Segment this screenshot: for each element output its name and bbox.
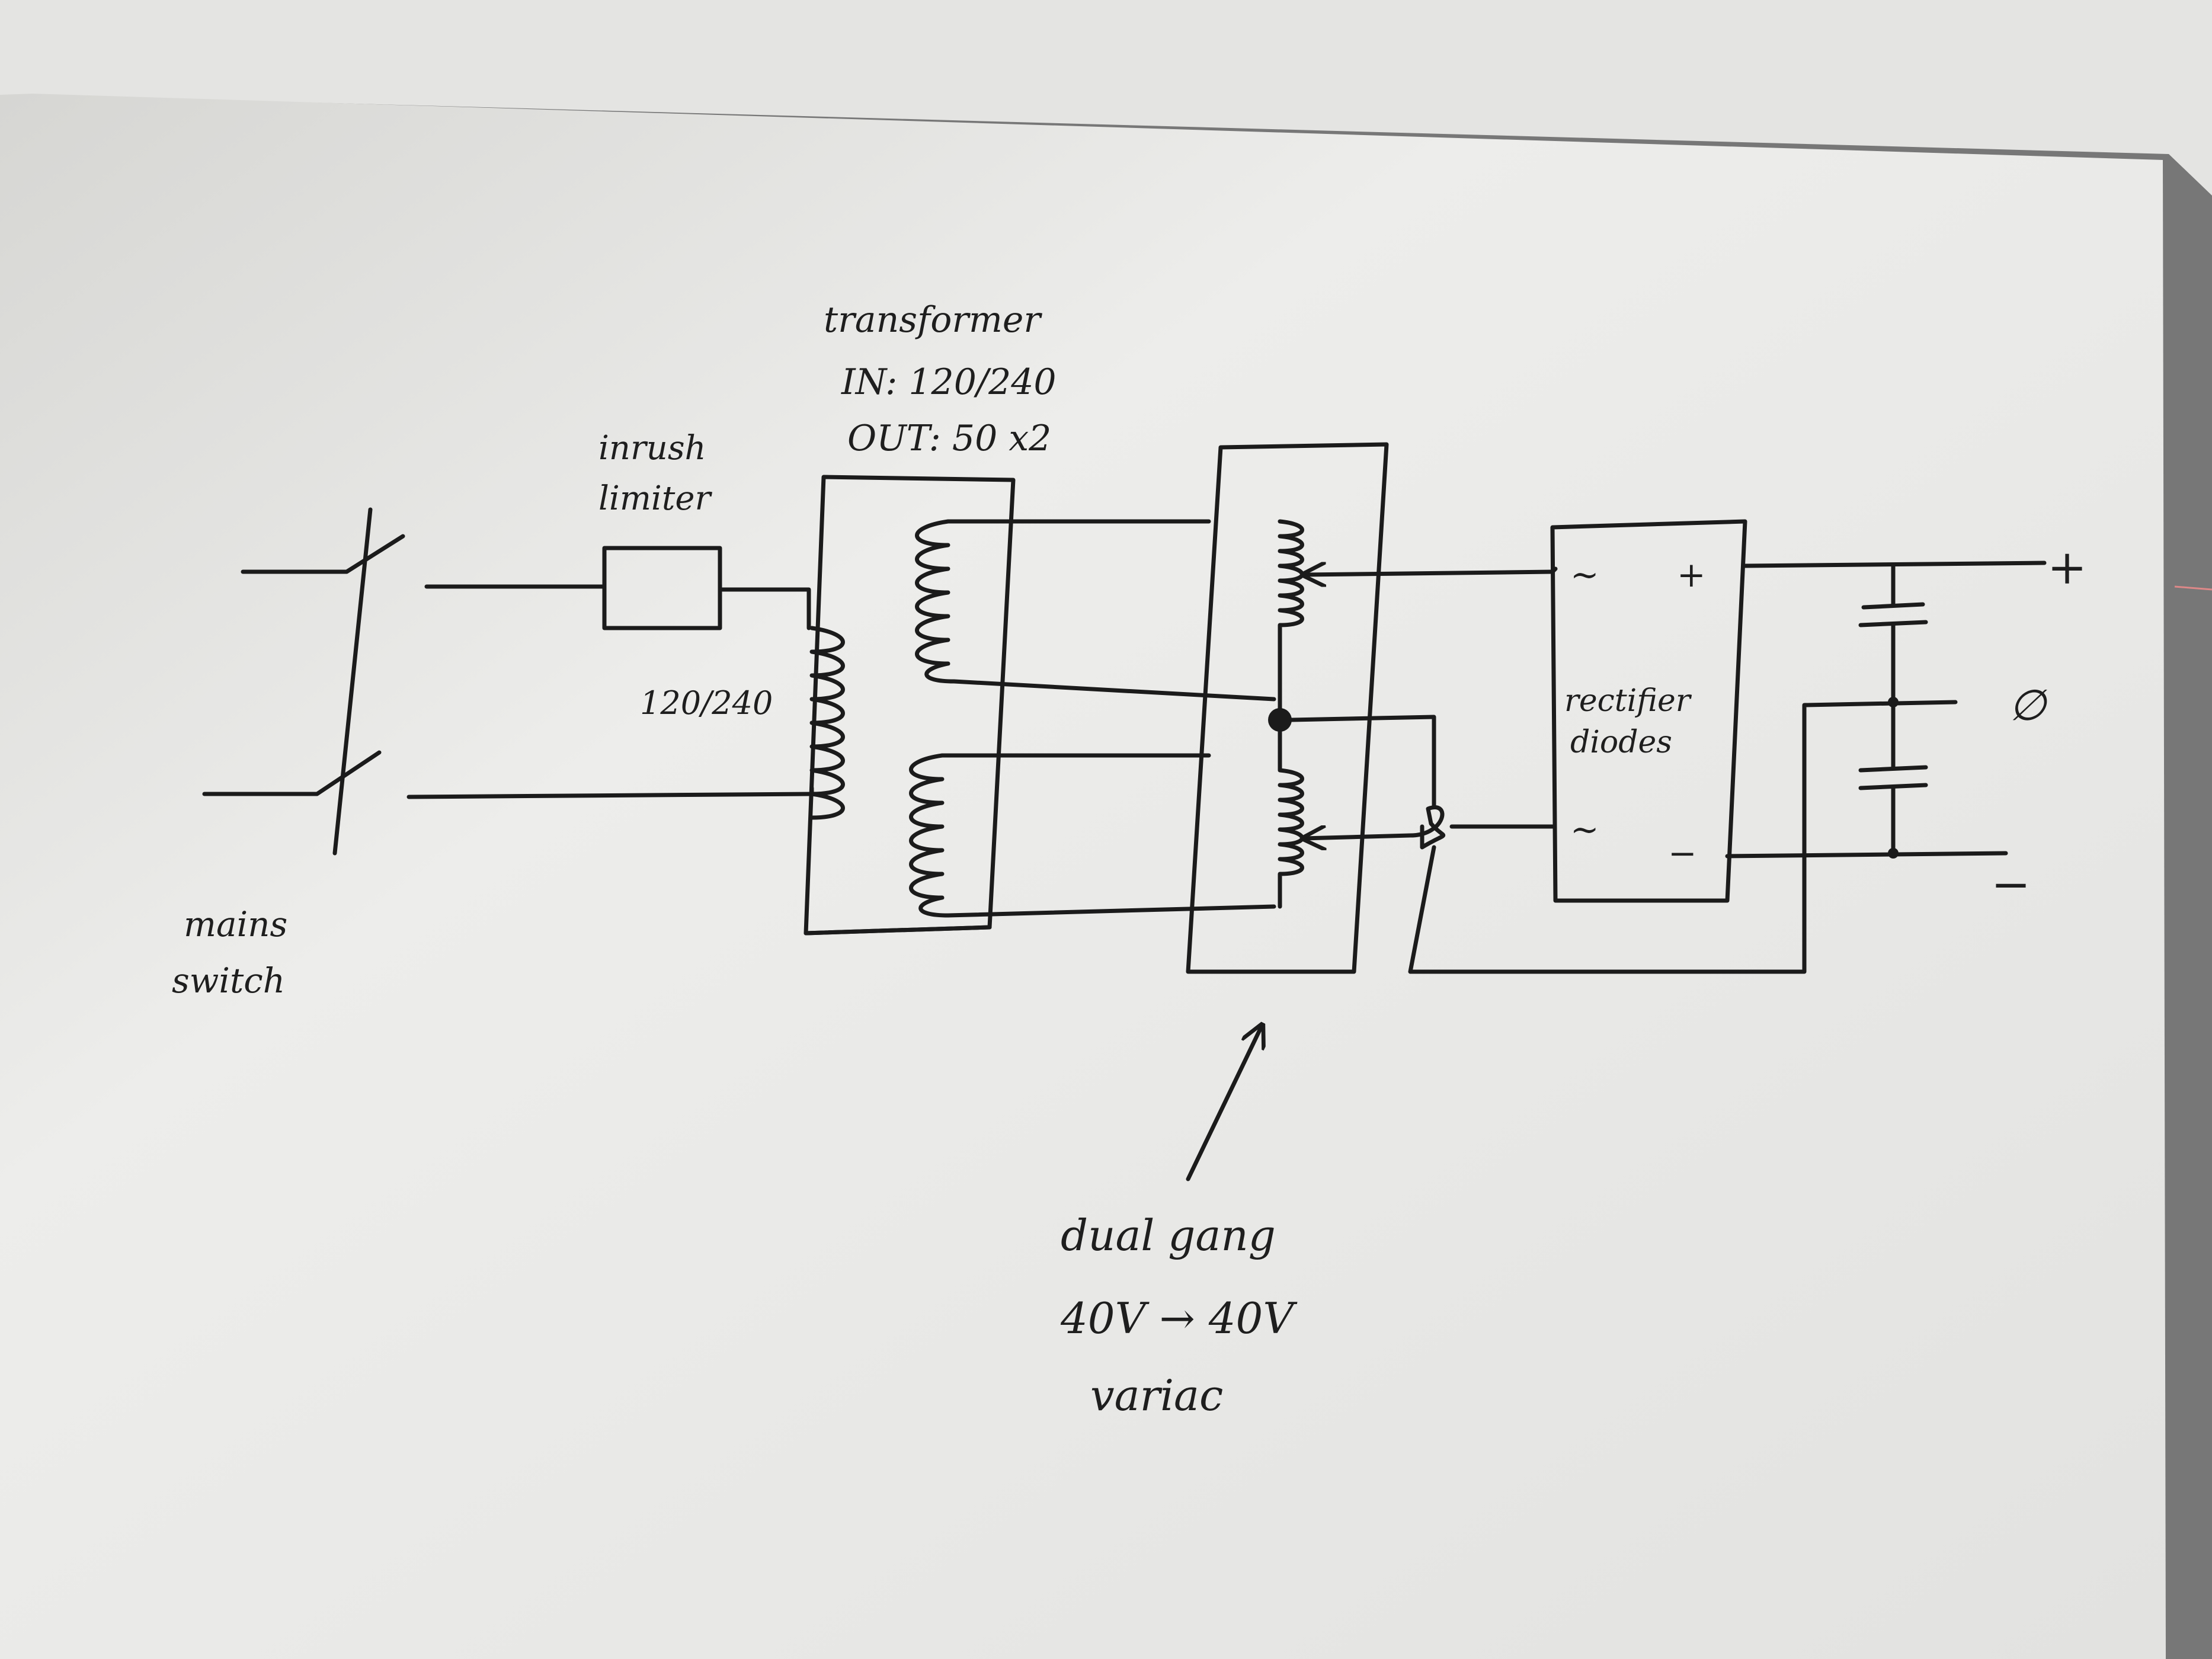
svg-text:transformer IN: 120/240: transformer IN: 120/240 OUT: 50 x2 [824, 299, 1068, 459]
output-filter [1725, 561, 2047, 859]
variac-center-tap-node [1268, 708, 1292, 732]
rectifier-ac-top-symbol: ~ [1570, 555, 1599, 595]
svg-text:mains switch: mains switch [172, 904, 299, 1001]
rectifier-minus-symbol: − [1668, 833, 1697, 873]
rectifier-block [1550, 519, 1747, 903]
transformer-output-label: OUT: 50 x2 [847, 418, 1051, 459]
transformer-secondary-coil-top [915, 519, 1276, 702]
variac-top-wiper [1304, 572, 1555, 575]
primary-voltage-label: 120/240 [640, 684, 773, 722]
output-plus-label: + [2047, 540, 2087, 595]
mains-switch-label-2: switch [172, 960, 285, 1001]
transformer-symbol [804, 475, 1276, 936]
inrush-limiter-symbol [406, 546, 814, 799]
rectifier-label-2: diodes [1570, 725, 1672, 760]
output-ground-label: ∅ [2009, 680, 2048, 730]
rectifier-ac-bottom-symbol: ~ [1570, 809, 1599, 850]
variac-bottom-wiper [1304, 835, 1413, 838]
variac-bottom-coil [1278, 726, 1304, 909]
variac-pointer-arrow [1186, 1025, 1262, 1181]
inrush-limiter-label-1: inrush [598, 429, 706, 467]
svg-text:rectifier diodes: rectifier diodes [1564, 683, 1700, 760]
paper-margin-line [2174, 585, 2212, 591]
paper-sheet [0, 94, 2166, 1659]
inrush-limiter-label-2: limiter [598, 479, 712, 518]
variac-symbol [1186, 442, 1555, 974]
transformer-input-label: IN: 120/240 [841, 361, 1057, 403]
svg-text:inrush limiter: inrush limiter [598, 429, 716, 518]
rectifier-label-1: rectifier [1564, 683, 1692, 719]
svg-text:dual gang 40V → 40V va: dual gang 40V → 40V variac [1060, 1210, 1307, 1420]
variac-label-1: dual gang [1061, 1210, 1276, 1260]
rectifier-plus-symbol: + [1677, 555, 1706, 595]
variac-label-3: variac [1090, 1370, 1223, 1420]
transformer-primary-coil [809, 626, 845, 820]
transformer-secondary-coil-bottom [909, 753, 1276, 918]
variac-label-2: 40V → 40V [1060, 1293, 1298, 1343]
back-paper-sheet [0, 0, 2212, 196]
mains-switch-symbol [202, 507, 405, 856]
transformer-label: transformer [824, 299, 1042, 341]
output-minus-label: − [1991, 857, 2031, 912]
mains-switch-label-1: mains [184, 904, 287, 944]
